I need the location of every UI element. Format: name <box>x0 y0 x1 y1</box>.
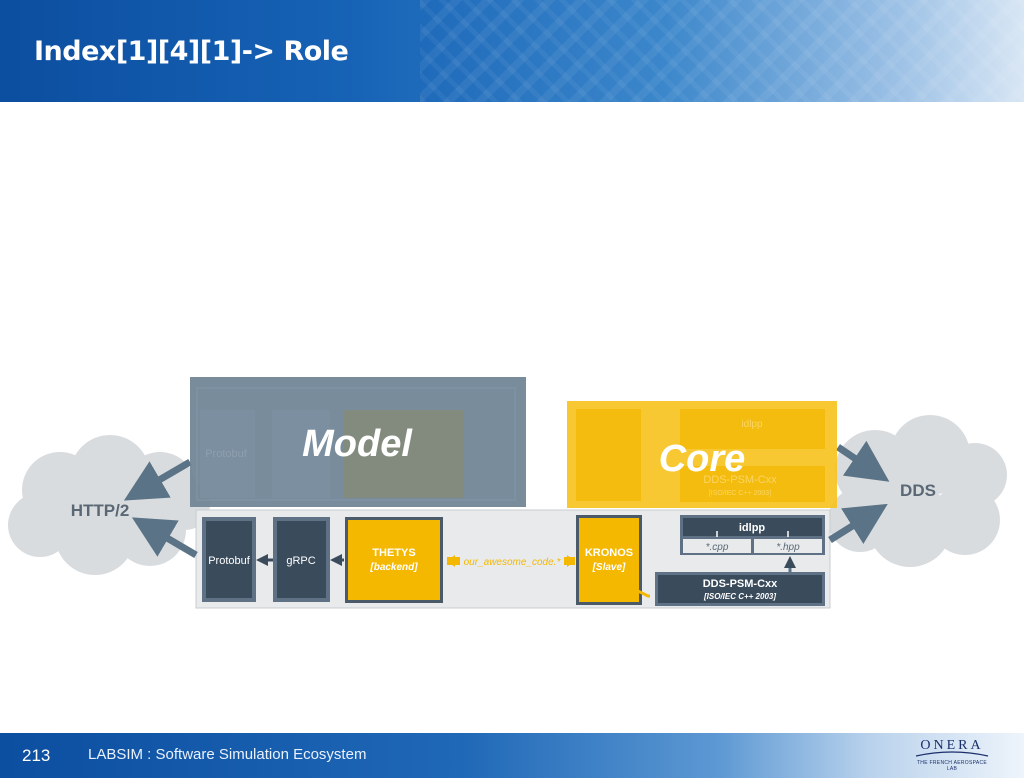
kronos-role: [Slave] <box>592 562 626 573</box>
cpp-label: *.cpp <box>706 542 729 553</box>
page-number: 213 <box>22 746 51 765</box>
onera-logo: ONERA THE FRENCH AEROSPACE LAB <box>912 738 992 772</box>
banner-texture <box>420 0 1024 102</box>
protobuf-label: Protobuf <box>208 555 251 567</box>
kronos-box: KRONOS [Slave] <box>576 515 642 605</box>
http-label: HTTP/2 <box>71 501 130 520</box>
awesome-code-link: our_awesome_code.* <box>447 553 575 569</box>
panel-to-http-arrow <box>131 517 198 559</box>
footer-bar <box>0 733 1024 778</box>
thetys-name: THETYS <box>372 547 415 559</box>
grpc-box: gRPC <box>273 517 330 602</box>
awesome-code-label: our_awesome_code.* <box>464 557 562 568</box>
panel-to-dds-arrow <box>828 503 888 544</box>
onera-swoosh-icon <box>915 751 989 757</box>
onera-wordmark: ONERA <box>920 738 984 753</box>
protobuf-box: Protobuf <box>202 517 256 602</box>
http-cloud: HTTP/2 <box>8 435 210 575</box>
kronos-to-dds-arrow <box>627 584 650 598</box>
dds-psm-label: DDS-PSM-Cxx <box>703 578 778 590</box>
kronos-name: KRONOS <box>585 547 633 559</box>
dds-cloud: DDS <box>828 415 1007 567</box>
slide-title: Index[1][4][1]-> Role <box>34 36 349 67</box>
core-overlay: idlpp DDS-PSM-Cxx [ISO/IEC C++ 2003] Cor… <box>567 401 837 508</box>
idlpp-group: idlpp *.cpp *.hpp <box>680 515 825 555</box>
ghost-iso-label: [ISO/IEC C++ 2003] <box>709 490 771 497</box>
iso-std-label: [ISO/IEC C++ 2003] <box>703 592 776 601</box>
model-to-http-arrow <box>123 458 192 501</box>
core-to-dds-arrow <box>836 440 890 482</box>
title-banner <box>0 0 1024 102</box>
dds-label: DDS <box>900 481 936 500</box>
thetys-role: [backend] <box>369 562 418 573</box>
model-overlay: Protobuf Model <box>190 377 526 507</box>
idlpp-label: idlpp <box>739 522 766 534</box>
ghost-dds-psm-label: DDS-PSM-Cxx <box>703 474 777 486</box>
onera-tagline: THE FRENCH AEROSPACE LAB <box>916 760 988 772</box>
footer-text: LABSIM : Software Simulation Ecosystem <box>88 746 367 763</box>
model-overlay-label: Model <box>302 423 413 465</box>
thetys-box: THETYS [backend] <box>345 517 443 603</box>
grpc-label: gRPC <box>286 555 315 567</box>
ghost-idlpp-label: idlpp <box>741 419 763 430</box>
dds-psm-box: DDS-PSM-Cxx [ISO/IEC C++ 2003] <box>655 572 825 606</box>
core-overlay-label: Core <box>659 438 746 480</box>
ghost-protobuf-label: Protobuf <box>205 448 248 460</box>
hpp-label: *.hpp <box>776 542 800 553</box>
